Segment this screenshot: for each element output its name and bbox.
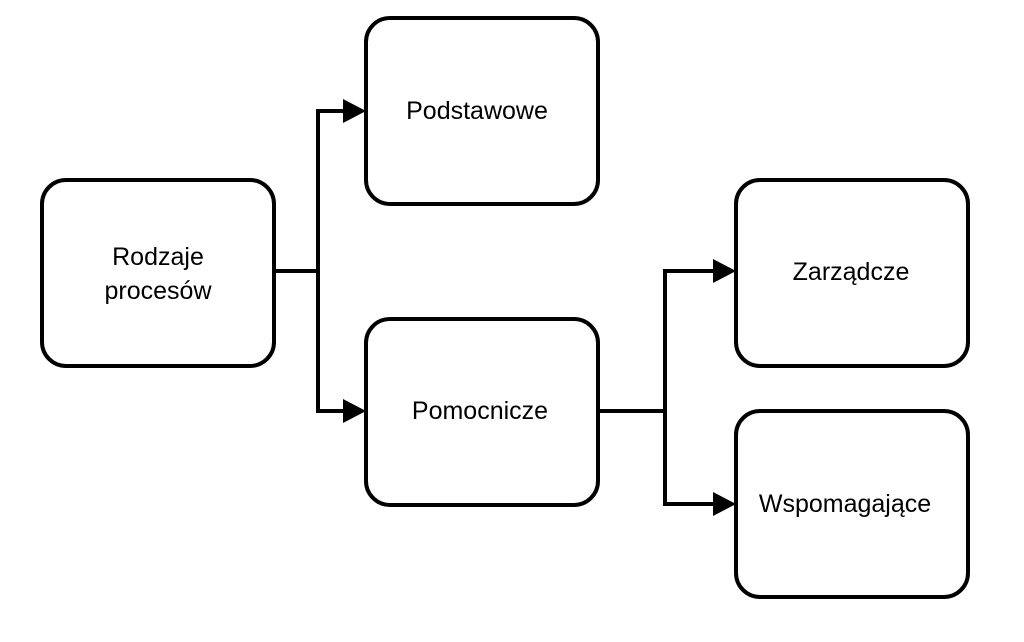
- node-pomocnicze: Pomocnicze: [364, 317, 600, 507]
- edge-pomocnicze-to-zarzadcze: [598, 269, 716, 413]
- node-box-rodzaje-procesow: [40, 178, 276, 368]
- node-wspomagajace: Wspomagające: [734, 409, 970, 599]
- node-label-procesow: procesów: [105, 277, 213, 305]
- node-label-podstawowe: Podstawowe: [406, 97, 548, 125]
- node-label-rodzaje: Rodzaje: [112, 243, 204, 271]
- node-box-podstawowe: [364, 16, 600, 206]
- arrowhead-podstawowe: [343, 99, 366, 123]
- edge-root-to-podstawowe: [274, 109, 346, 273]
- node-box-zarzadcze: [734, 178, 970, 368]
- node-box-pomocnicze: [364, 317, 600, 507]
- edge-root-to-pomocnicze: [316, 271, 346, 413]
- node-rodzaje-procesow: Rodzaje procesów: [40, 178, 276, 368]
- arrowhead-zarzadcze: [713, 259, 736, 283]
- edge-pomocnicze-to-wspomagajace: [663, 411, 716, 506]
- node-label-wspomagajace: Wspomagające: [759, 490, 931, 518]
- node-zarzadcze: Zarządcze: [734, 178, 970, 368]
- connector-pomocnicze-children: [598, 259, 736, 516]
- node-label-zarzadcze: Zarządcze: [793, 258, 910, 286]
- connector-root-children: [274, 99, 366, 423]
- node-podstawowe: Podstawowe: [364, 16, 600, 206]
- arrowhead-wspomagajace: [713, 492, 736, 516]
- node-box-wspomagajace: [734, 409, 970, 599]
- node-label-pomocnicze: Pomocnicze: [412, 397, 548, 425]
- arrowhead-pomocnicze: [343, 399, 366, 423]
